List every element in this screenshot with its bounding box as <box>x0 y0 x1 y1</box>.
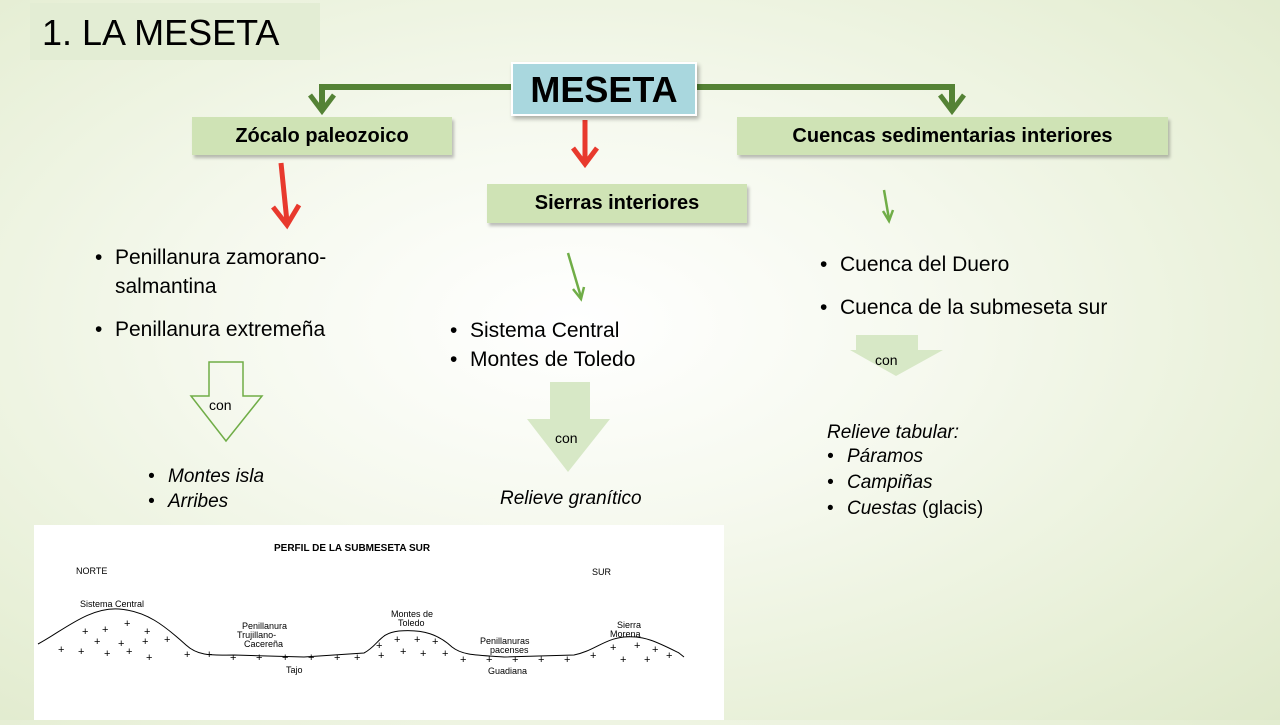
profile-title: PERFIL DE LA SUBMESETA SUR <box>274 543 431 554</box>
label-tajo: Tajo <box>286 665 303 675</box>
glacis-label: (glacis) <box>916 498 984 519</box>
label-montes-de: Montes de <box>391 609 433 619</box>
svg-text:+: + <box>460 654 466 666</box>
list-item: Cuestas (glacis) <box>827 496 983 522</box>
relieve-tabular-heading: Relieve tabular: <box>827 422 960 443</box>
zocalo-box: Zócalo paleozoico <box>192 117 452 155</box>
con-label-left: con <box>209 397 232 413</box>
cuencas-list: Cuenca del Duero Cuenca de la submeseta … <box>820 250 1107 322</box>
label-guadiana: Guadiana <box>488 666 527 676</box>
profile-norte: NORTE <box>76 566 107 576</box>
list-item: Cuenca de la submeseta sur <box>820 293 1107 322</box>
svg-text:+: + <box>184 649 190 661</box>
svg-text:+: + <box>590 650 596 662</box>
con-label-right: con <box>875 352 898 368</box>
list-item: Campiñas <box>827 470 983 496</box>
label-pacenses: pacenses <box>490 645 529 655</box>
label-trujillano: Trujillano- <box>237 630 276 640</box>
con-arrow-right <box>850 335 943 376</box>
svg-text:+: + <box>414 634 420 646</box>
svg-text:+: + <box>376 640 382 652</box>
svg-text:+: + <box>104 648 110 660</box>
svg-text:+: + <box>538 654 544 666</box>
svg-text:+: + <box>652 644 658 656</box>
label-penillanura: Penillanura <box>242 621 287 631</box>
list-item: Montes isla <box>148 464 264 489</box>
list-item: Páramos <box>827 444 983 470</box>
label-sistema-central: Sistema Central <box>80 599 144 609</box>
list-item: Sistema Central <box>450 316 635 345</box>
svg-text:+: + <box>126 646 132 658</box>
svg-text:+: + <box>354 652 360 664</box>
label-morena: Morena <box>610 629 641 639</box>
svg-text:+: + <box>644 654 650 666</box>
list-item: Penillanura zamorano- salmantina <box>95 243 385 301</box>
svg-text:+: + <box>102 624 108 636</box>
svg-text:+: + <box>124 618 130 630</box>
granite-marks: ++++ ++++ +++++ ++++ ++++ ++++ ++++ ++++… <box>58 618 672 666</box>
arrow-to-zocalo-items <box>278 162 290 223</box>
profile-diagram: PERFIL DE LA SUBMESETA SUR NORTE SUR Sis… <box>34 525 724 720</box>
svg-text:+: + <box>486 654 492 666</box>
svg-text:+: + <box>146 652 152 664</box>
svg-text:+: + <box>118 638 124 650</box>
sierras-box: Sierras interiores <box>487 184 747 223</box>
svg-text:+: + <box>400 646 406 658</box>
svg-text:+: + <box>230 652 236 664</box>
profile-sur: SUR <box>592 567 612 577</box>
zocalo-list: Penillanura zamorano- salmantina Penilla… <box>95 243 385 344</box>
label-cacerena: Cacereña <box>244 639 283 649</box>
profile-line <box>37 608 685 658</box>
svg-text:+: + <box>442 648 448 660</box>
label-penillanuras: Penillanuras <box>480 636 530 646</box>
svg-text:+: + <box>142 636 148 648</box>
svg-text:+: + <box>564 654 570 666</box>
arrow-to-zocalo <box>319 84 511 108</box>
svg-text:+: + <box>666 650 672 662</box>
svg-text:+: + <box>164 634 170 646</box>
con-label-middle: con <box>555 430 578 446</box>
arrow-to-sierras-items <box>566 252 583 298</box>
slide-title: 1. LA MESETA <box>30 3 320 60</box>
svg-text:+: + <box>282 652 288 664</box>
svg-text:+: + <box>378 650 384 662</box>
list-item: Penillanura extremeña <box>95 315 385 344</box>
cuestas-label: Cuestas <box>847 498 917 519</box>
svg-text:+: + <box>334 652 340 664</box>
svg-text:+: + <box>512 654 518 666</box>
cuencas-results: Páramos Campiñas Cuestas (glacis) <box>827 444 983 522</box>
relieve-granitico: Relieve granítico <box>500 488 642 509</box>
con-arrow-middle <box>527 382 610 472</box>
label-toledo: Toledo <box>398 618 425 628</box>
svg-text:+: + <box>432 636 438 648</box>
svg-text:+: + <box>394 634 400 646</box>
svg-text:+: + <box>634 640 640 652</box>
sierras-list: Sistema Central Montes de Toledo <box>450 316 635 374</box>
label-sierra: Sierra <box>617 620 641 630</box>
svg-text:+: + <box>420 648 426 660</box>
svg-text:+: + <box>58 644 64 656</box>
svg-text:+: + <box>308 652 314 664</box>
svg-text:+: + <box>256 652 262 664</box>
list-item: Arribes <box>148 489 264 514</box>
svg-text:+: + <box>144 626 150 638</box>
con-arrow-left <box>189 361 264 443</box>
zocalo-results: Montes isla Arribes <box>148 464 264 514</box>
cuencas-box: Cuencas sedimentarias interiores <box>737 117 1168 155</box>
svg-text:+: + <box>206 649 212 661</box>
list-item: Cuenca del Duero <box>820 250 1107 279</box>
arrow-to-cuencas <box>697 84 955 108</box>
list-item: Montes de Toledo <box>450 345 635 374</box>
arrow-to-cuencas-items <box>882 189 891 220</box>
svg-text:+: + <box>78 646 84 658</box>
svg-text:+: + <box>94 636 100 648</box>
meseta-box: MESETA <box>511 62 697 116</box>
svg-text:+: + <box>620 654 626 666</box>
svg-text:+: + <box>82 626 88 638</box>
svg-text:+: + <box>610 642 616 654</box>
